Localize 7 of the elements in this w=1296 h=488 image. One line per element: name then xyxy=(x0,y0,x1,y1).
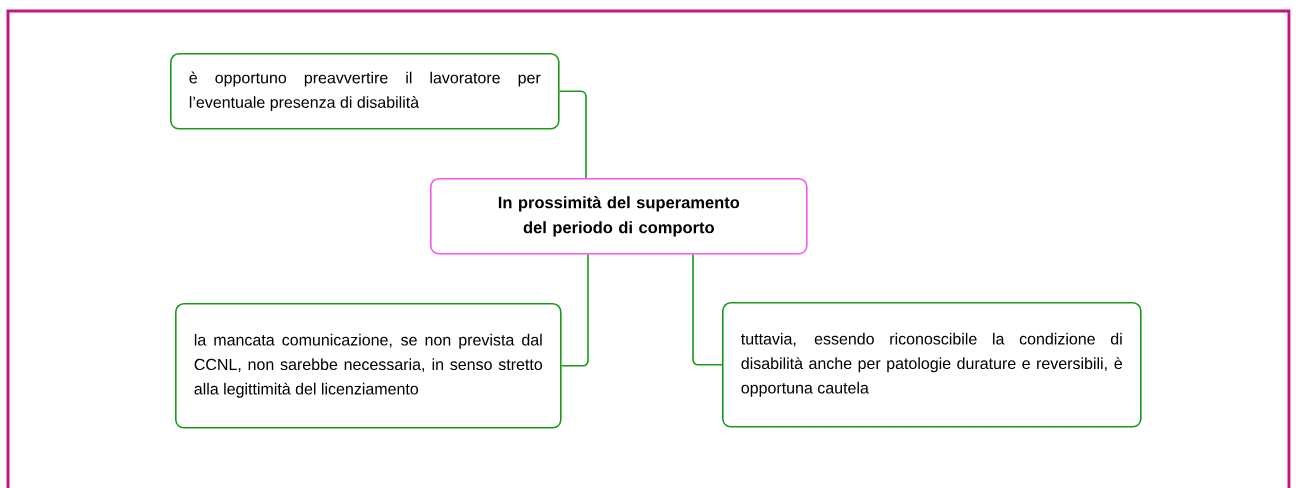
connector-line xyxy=(560,253,589,367)
note-box: la mancata comunicazione, se non prevista dal CCNL, non sarebbe necessaria, in senso stretto alla legittimità del licenziamento xyxy=(175,303,562,429)
topic-box: In prossimità del superamento del periodo di comporto xyxy=(430,178,808,255)
note-box: è opportuno preavvertire il lavoratore per l’eventuale presenza di disabilità xyxy=(170,53,560,130)
note-box: tuttavia, essendo riconoscibile la condizione di disabilità anche per patologie durature e reversibili, è opportuna cautela xyxy=(722,302,1142,428)
connector-line xyxy=(692,253,723,366)
connector-line xyxy=(558,90,587,179)
